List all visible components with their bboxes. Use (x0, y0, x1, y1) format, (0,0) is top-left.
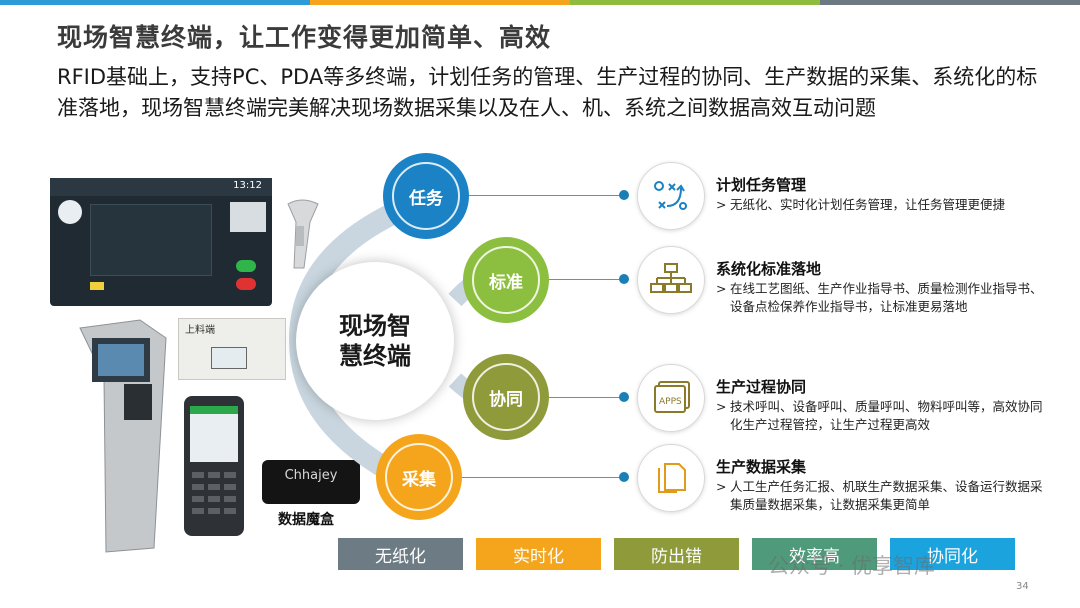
connector-line (462, 477, 624, 478)
screen-button-yellow (90, 282, 104, 290)
topbar-segment (0, 0, 310, 5)
connector-line (549, 279, 624, 280)
item-desc-collab: > 技术呼叫、设备呼叫、质量呼叫、物料呼叫等，高效协同化生产过程管控，让生产过程… (716, 398, 1050, 434)
label-display (211, 347, 247, 369)
page-number: 34 (1016, 581, 1029, 592)
connector-dot (619, 274, 629, 284)
pda-handheld-image (184, 396, 244, 536)
documents-icon (637, 444, 705, 512)
screen-header (50, 178, 272, 196)
topbar-segment (820, 0, 1080, 5)
bullet-marker: > (716, 399, 727, 414)
page-subtitle: RFID基础上，支持PC、PDA等多终端，计划任务的管理、生产过程的协同、生产数… (57, 65, 1038, 120)
screen-content-panel (90, 204, 212, 276)
topbar-segment (310, 0, 570, 5)
tag-collaboration: 协同化 (890, 538, 1015, 570)
bullet-marker: > (716, 281, 727, 296)
connector-dot (619, 392, 629, 402)
watermark: 公众号 · 优享智库 (768, 554, 936, 578)
tag-paperless: 无纸化 (338, 538, 463, 570)
item-title-standard: 系统化标准落地 (716, 260, 822, 278)
item-desc-text: 人工生产任务汇报、机联生产数据采集、设备运行数据采集质量数据采集，让数据采集更简… (730, 479, 1043, 512)
item-desc-standard: > 在线工艺图纸、生产作业指导书、质量检测作业指导书、设备点检保养作业指导书，让… (716, 280, 1050, 316)
screen-white-circle (58, 200, 82, 224)
data-box-caption: 数据魔盒 (278, 512, 334, 528)
topbar-segment (570, 0, 820, 5)
item-desc-text: 在线工艺图纸、生产作业指导书、质量检测作业指导书、设备点检保养作业指导书，让标准… (730, 281, 1043, 314)
data-box-brand: Chhajey (284, 468, 338, 483)
item-desc-text: 无纸化、实时化计划任务管理，让任务管理更便捷 (730, 197, 1006, 212)
screen-clock: 13:12 (233, 180, 262, 191)
item-desc-task: > 无纸化、实时化计划任务管理，让任务管理更便捷 (716, 196, 1050, 214)
rfid-label-device-image: 上料端 (178, 318, 286, 380)
org-chart-icon (637, 246, 705, 314)
tag-error-proof: 防出错 (614, 538, 739, 570)
label-tag-text: 上料端 (185, 325, 215, 336)
item-title-collect: 生产数据采集 (716, 458, 807, 476)
screen-button-red (236, 278, 256, 290)
item-title-task: 计划任务管理 (716, 176, 807, 194)
connector-line (549, 397, 624, 398)
apps-icon: APPS (637, 364, 705, 432)
bullet-marker: > (716, 479, 727, 494)
kiosk-terminal-image (79, 319, 167, 553)
tag-realtime: 实时化 (476, 538, 601, 570)
node-collect: 采集 (376, 434, 462, 520)
top-color-bar (0, 0, 1080, 5)
item-desc-text: 技术呼叫、设备呼叫、质量呼叫、物料呼叫等，高效协同化生产过程管控，让生产过程更高… (730, 399, 1043, 432)
item-desc-collect: > 人工生产任务汇报、机联生产数据采集、设备运行数据采集质量数据采集，让数据采集… (716, 478, 1050, 514)
node-task-label: 任务 (409, 188, 443, 209)
node-collect-label: 采集 (402, 469, 436, 490)
item-title-collab: 生产过程协同 (716, 378, 807, 396)
tactics-icon (637, 162, 705, 230)
center-hub-line1: 现场智 (339, 312, 411, 340)
connector-line (469, 195, 624, 196)
node-task: 任务 (383, 153, 469, 239)
tag-efficiency: 效率高 (752, 538, 877, 570)
node-collab-label: 协同 (489, 389, 523, 410)
connector-dot (619, 190, 629, 200)
connector-dot (619, 472, 629, 482)
node-standard: 标准 (463, 237, 549, 323)
svg-text:APPS: APPS (659, 397, 682, 407)
center-hub-line2: 慧终端 (339, 342, 411, 370)
node-collab: 协同 (463, 354, 549, 440)
screen-photo (230, 202, 266, 232)
center-hub-circle: 现场智 慧终端 (296, 262, 454, 420)
node-standard-label: 标准 (489, 272, 523, 293)
screen-button-green (236, 260, 256, 272)
barcode-scanner-image (287, 199, 319, 269)
page-title: 现场智慧终端，让工作变得更加简单、高效 (57, 23, 552, 52)
terminal-screen-image: 13:12 (50, 178, 272, 306)
data-box-image: Chhajey (262, 460, 360, 504)
bullet-marker: > (716, 197, 727, 212)
